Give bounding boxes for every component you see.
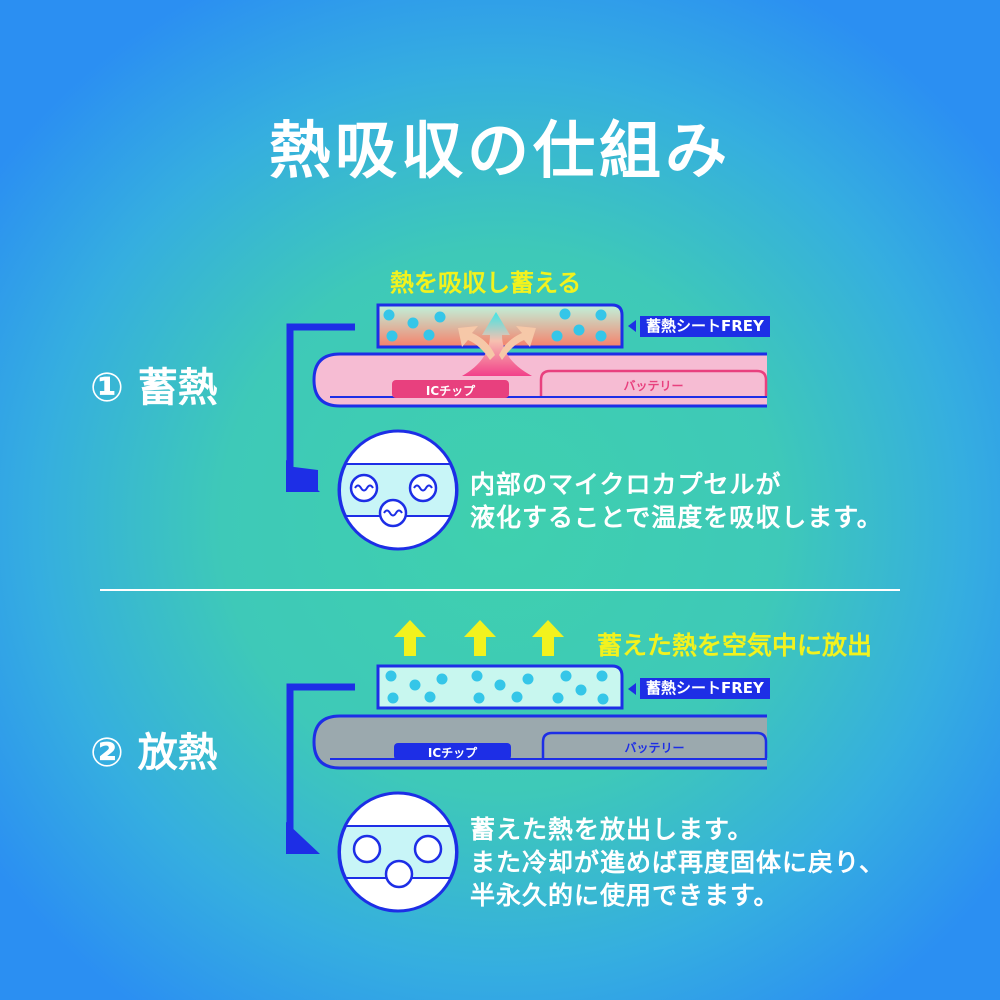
flow-arrow-2 [286, 683, 355, 854]
caption-absorb: 熱を吸収し蓄える [390, 269, 582, 297]
description-storage: 内部のマイクロカプセルが 液化することで温度を吸収します。 [470, 468, 883, 534]
battery-label: バッテリー [623, 379, 684, 393]
up-arrow-icon [532, 620, 564, 656]
pointer-icon [628, 683, 636, 695]
heat-arrow-icon [462, 312, 532, 376]
capsule-liquid-illustration [337, 429, 459, 551]
ic-chip [394, 743, 511, 760]
description-line: また冷却が進めば再度固体に戻り、 [470, 848, 886, 877]
release-arrows [394, 620, 564, 656]
caption-release: 蓄えた熱を空気中に放出 [597, 631, 873, 660]
battery [539, 369, 768, 396]
flow-arrow-1 [286, 323, 355, 492]
up-arrow-icon [464, 620, 496, 656]
section-divider [100, 589, 900, 591]
battery-label: バッテリー [624, 741, 685, 755]
description-release: 蓄えた熱を放出します。 また冷却が進めば再度固体に戻り、 半永久的に使用できます… [470, 813, 885, 912]
ic-chip-label: ICチップ [425, 384, 476, 398]
device-storage [312, 352, 768, 408]
sheet-storage [376, 303, 624, 376]
section-heading-release: ② 放熱 [90, 730, 218, 776]
description-line: 蓄えた熱を放出します。 [470, 815, 754, 844]
sheet-label-release: 蓄熱シートFREY [640, 678, 770, 699]
sheet-label-storage: 蓄熱シートFREY [640, 316, 770, 337]
capsule-solid-illustration [337, 791, 459, 913]
page-title: 熱吸収の仕組み [268, 114, 731, 187]
battery [541, 731, 768, 758]
ic-chip [392, 380, 509, 398]
device-release [312, 714, 768, 770]
pointer-icon [628, 320, 636, 332]
description-line: 液化することで温度を吸収します。 [470, 503, 883, 532]
description-line: 内部のマイクロカプセルが [470, 470, 782, 499]
sheet-release [376, 664, 624, 710]
description-line: 半永久的に使用できます。 [470, 881, 780, 910]
section-heading-storage: ① 蓄熱 [90, 365, 218, 411]
ic-chip-label: ICチップ [427, 746, 478, 760]
up-arrow-icon [394, 620, 426, 656]
